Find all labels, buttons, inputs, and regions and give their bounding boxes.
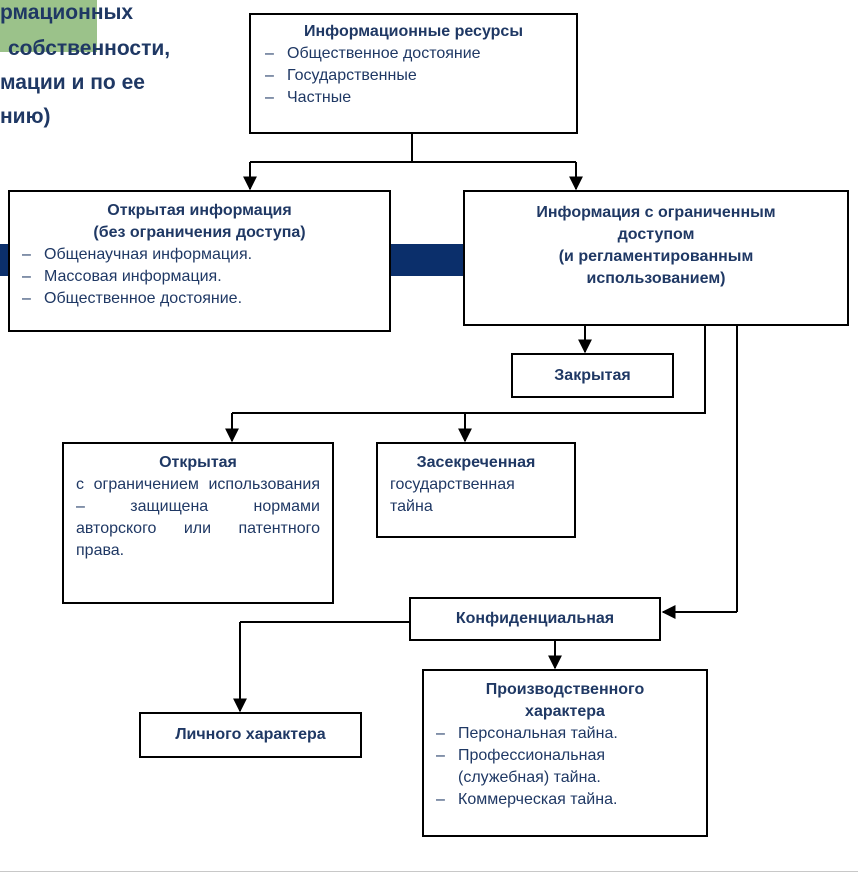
bottom-divider <box>0 871 858 872</box>
box-information-resources: Информационные ресурсы Общественное дост… <box>249 13 578 134</box>
list-item: Массовая информация. <box>20 266 379 288</box>
production-list: Персональная тайна. Профессиональная (сл… <box>434 723 696 811</box>
list-item: Общественное достояние <box>263 43 564 65</box>
restricted-information-title-4: использованием) <box>586 270 726 287</box>
connector-restricted-left <box>232 325 706 414</box>
list-item: Коммерческая тайна. <box>434 789 696 811</box>
open-information-list: Общенаучная информация. Массовая информа… <box>20 244 379 310</box>
box-confidential: Конфиденциальная <box>409 597 661 641</box>
information-resources-title: Информационные ресурсы <box>304 23 523 40</box>
list-item: Персональная тайна. <box>434 723 696 745</box>
secret-title: Засекреченная <box>416 454 536 471</box>
slide-title-line-2: собственности, <box>8 37 171 60</box>
personal-title: Личного характера <box>175 726 326 743</box>
list-item: Частные <box>263 87 564 109</box>
production-title-1: Производственного <box>485 681 645 698</box>
production-title-2: характера <box>525 703 605 720</box>
box-open-restricted: Открытая с ограничением использования – … <box>62 442 334 604</box>
open-information-title-2: (без ограничения доступа) <box>93 224 306 241</box>
restricted-information-title-1: Информация с ограниченным <box>536 204 776 221</box>
restricted-information-title-2: доступом <box>617 226 695 243</box>
secret-text-1: государственная <box>390 476 515 493</box>
list-item: Профессиональная (служебная) тайна. <box>434 745 696 789</box>
box-closed: Закрытая <box>511 353 674 398</box>
decorative-band-middle <box>389 244 465 276</box>
open-restricted-text: с ограничением использования – защищена … <box>76 476 320 559</box>
open-restricted-title: Открытая <box>159 454 237 471</box>
slide-title-line-3: мации и по ее <box>0 71 145 94</box>
confidential-title: Конфиденциальная <box>455 610 615 627</box>
restricted-information-title-3: (и регламентированным <box>558 248 754 265</box>
open-information-title-1: Открытая информация <box>107 202 292 219</box>
title-accent-block <box>0 0 97 52</box>
box-production: Производственного характера Персональная… <box>422 669 708 837</box>
slide-title-line-1: рмационных <box>0 1 134 24</box>
information-resources-list: Общественное достояние Государственные Ч… <box>263 43 564 109</box>
secret-text-2: тайна <box>390 498 433 515</box>
box-secret: Засекреченная государственная тайна <box>376 442 576 538</box>
box-open-information: Открытая информация (без ограничения дос… <box>8 190 391 332</box>
list-item: Государственные <box>263 65 564 87</box>
box-personal: Личного характера <box>139 712 362 758</box>
list-item: Общественное достояние. <box>20 288 379 310</box>
box-restricted-information: Информация с ограниченным доступом (и ре… <box>463 190 849 326</box>
slide-title-line-4: нию) <box>0 105 51 128</box>
list-item: Общенаучная информация. <box>20 244 379 266</box>
closed-title: Закрытая <box>554 366 631 384</box>
decorative-band-left <box>0 244 10 276</box>
